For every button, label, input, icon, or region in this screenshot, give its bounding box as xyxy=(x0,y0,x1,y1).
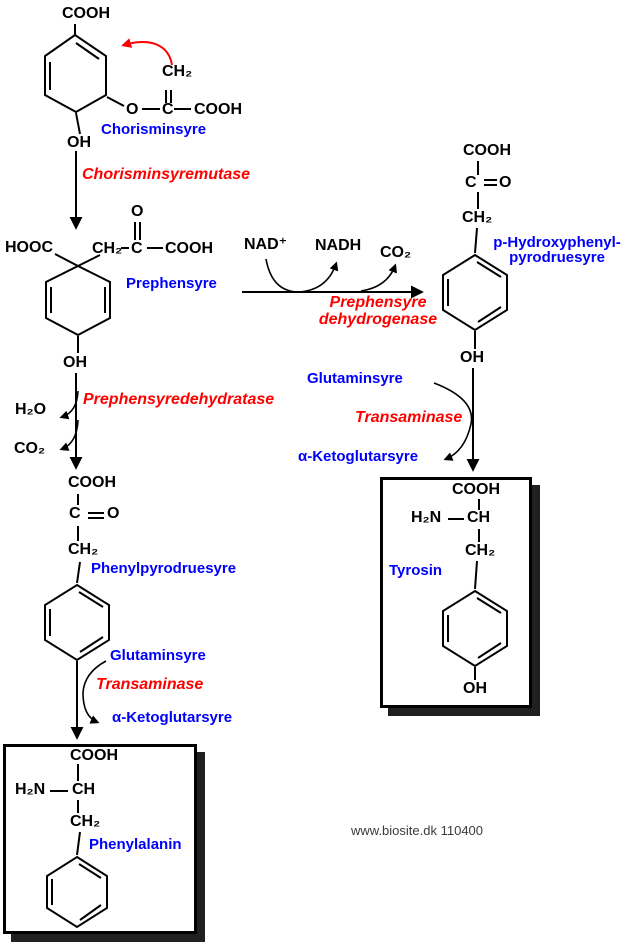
nadh-label: NADH xyxy=(315,237,362,254)
phenylalanin-structure xyxy=(46,764,108,929)
prephenate-o: O xyxy=(131,203,144,220)
hpp-name-line1: p-Hydroxyphenyl- xyxy=(493,234,621,251)
prephenate-c: C xyxy=(131,240,143,257)
red-curved-arrow xyxy=(121,38,173,66)
prephensyre-dehydrogenase-label: Prephensyre dehydrogenase xyxy=(288,294,468,329)
co2-label-top: CO₂ xyxy=(380,244,412,261)
phenylalanin-ch: CH xyxy=(72,781,96,798)
tyrosin-box xyxy=(380,477,532,708)
hpp-cooh: COOH xyxy=(463,142,511,159)
ppy-ch2: CH₂ xyxy=(68,541,99,558)
transaminase-curved-arrow-left xyxy=(82,660,107,724)
ketoglutarsyre-label-right: α-Ketoglutarsyre xyxy=(298,448,419,465)
chorismate-cooh-side: COOH xyxy=(194,101,242,118)
phenylalanin-name: Phenylalanin xyxy=(89,836,182,853)
co2-curved-arrow-top xyxy=(360,263,397,292)
chorismate-c: C xyxy=(162,101,174,118)
prephenate-hooc: HOOC xyxy=(5,239,53,256)
nad-plus-label: NAD⁺ xyxy=(244,236,288,253)
hpp-o: O xyxy=(499,174,512,191)
chorisminsyre-name: Chorisminsyre xyxy=(101,121,207,138)
prephenate-ch2: CH₂ xyxy=(92,240,123,257)
chorisminsyre-structure xyxy=(44,24,191,135)
chorismate-cooh-top: COOH xyxy=(62,5,110,22)
h2o-label: H₂O xyxy=(15,401,47,418)
tyrosin-ch: CH xyxy=(467,509,491,526)
chorismate-oh: OH xyxy=(67,134,91,151)
tyrosin-name: Tyrosin xyxy=(389,562,443,579)
prephensyre-structure xyxy=(45,222,163,353)
hpp-name: p-Hydroxyphenyl- pyrodruesyre xyxy=(486,235,628,265)
reaction-arrow-to-hpp xyxy=(242,258,424,299)
co2-curved-arrow-left xyxy=(59,419,79,451)
transaminase-label-right: Transaminase xyxy=(355,409,463,426)
phenylalanin-h2n: H₂N xyxy=(15,781,46,798)
prephensyre-dehydrogenase-line1: Prephensyre xyxy=(329,294,427,311)
h2o-curved-arrow xyxy=(59,390,79,420)
watermark-text: www.biosite.dk 110400 xyxy=(351,823,484,838)
transaminase-curved-arrow-right xyxy=(433,382,473,461)
tyrosin-h2n: H₂N xyxy=(411,509,442,526)
ketoglutarsyre-label-left: α-Ketoglutarsyre xyxy=(112,709,233,726)
prephensyre-dehydrogenase-line2: dehydrogenase xyxy=(318,310,438,328)
tyrosin-ch2: CH₂ xyxy=(465,542,496,559)
chorismate-o: O xyxy=(126,101,139,118)
prephensyre-name: Prephensyre xyxy=(126,275,217,292)
phenylalanin-box xyxy=(3,744,197,934)
hpp-structure xyxy=(442,161,508,349)
dehydratase-arrows xyxy=(59,373,83,470)
hpp-c: C xyxy=(465,174,477,191)
hpp-ch2: CH₂ xyxy=(462,209,493,226)
tyrosin-cooh: COOH xyxy=(452,481,500,498)
tyrosin-structure xyxy=(442,499,508,680)
prephenate-cooh: COOH xyxy=(165,240,213,257)
phenylalanin-ch2: CH₂ xyxy=(70,813,101,830)
ppy-structure xyxy=(44,494,110,662)
hpp-oh: OH xyxy=(460,349,484,366)
transaminase-label-left: Transaminase xyxy=(96,676,204,693)
prephensyredehydratase-label: Prephensyredehydratase xyxy=(83,391,275,408)
ppy-o: O xyxy=(107,505,120,522)
hpp-name-line2: pyrodruesyre xyxy=(509,249,605,266)
phenylalanin-cooh: COOH xyxy=(70,747,118,764)
prephenate-oh: OH xyxy=(63,354,87,371)
glutaminsyre-label-left: Glutaminsyre xyxy=(110,647,206,664)
chorisminsyremutase-label: Chorisminsyremutase xyxy=(82,166,251,183)
phenylpyrodruesyre-name: Phenylpyrodruesyre xyxy=(91,560,237,577)
nad-curved-arrow xyxy=(265,258,339,293)
co2-label-left: CO₂ xyxy=(14,440,46,457)
ppy-c: C xyxy=(69,505,81,522)
tyrosin-oh: OH xyxy=(463,680,487,697)
glutaminsyre-label-right: Glutaminsyre xyxy=(307,370,403,387)
chorismate-ch2: CH₂ xyxy=(162,63,193,80)
ppy-cooh: COOH xyxy=(68,474,116,491)
